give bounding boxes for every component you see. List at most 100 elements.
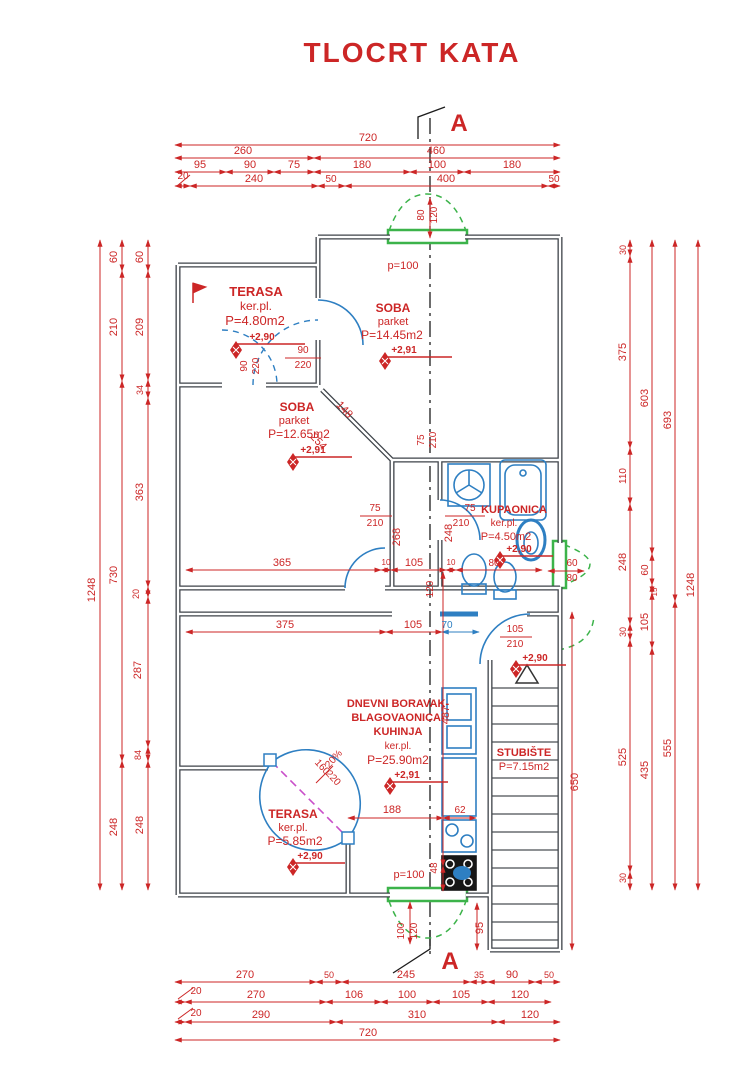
dim-label: 48 [429, 862, 440, 874]
door-swing-terasa-right [252, 319, 319, 386]
dim-label: 84 [133, 750, 143, 760]
dim-label: 245 [397, 969, 415, 981]
dim-label: 188 [383, 804, 401, 816]
dim-label: 62 [454, 805, 466, 816]
dim-label: 287 [132, 661, 144, 679]
dim-label: 100 [428, 159, 446, 171]
room-area: P=25.90m2 [367, 753, 429, 767]
dim-label: 50 [324, 970, 334, 980]
room-name: KUPAONICA [481, 504, 547, 516]
room-area: P=12.65m2 [268, 427, 330, 441]
dim-label: 210 [108, 318, 120, 336]
dim-label: 1248 [685, 573, 697, 597]
walls [175, 234, 563, 953]
dim-label: 240 [245, 173, 263, 185]
dim-label: 365 [273, 557, 291, 569]
dim-label: 110 [618, 468, 629, 484]
dim-label: 75 [464, 503, 476, 514]
room-name: STUBIŠTE [497, 746, 551, 759]
dim-label: 20 [190, 1008, 202, 1019]
window-swing-bottom [388, 900, 467, 939]
dim-label: 180 [503, 159, 521, 171]
stairs-direction-arrow-icon [514, 663, 540, 684]
dim-label: 100 [398, 989, 416, 1001]
room-area: P=4.50m2 [481, 531, 531, 543]
dim-label: 75 [416, 434, 427, 446]
level-marker-icon [286, 452, 300, 472]
room-area: P=14.45m2 [361, 328, 423, 342]
dim-label: 310 [408, 1009, 426, 1021]
room-level: +2,90 [506, 544, 532, 555]
dim-label: 210 [367, 518, 384, 529]
dim-label: 34 [135, 385, 145, 395]
dim-label: 105 [507, 624, 524, 635]
dim-label: 95 [474, 922, 486, 934]
dim-label: 120 [511, 989, 529, 1001]
room-level: +2,90 [297, 851, 323, 862]
room-name: DNEVNI BORAVAK- [347, 698, 450, 710]
dim-label: 105 [405, 557, 423, 569]
dim-label: 105 [404, 619, 422, 631]
dim-label: 375 [617, 343, 629, 361]
dim-label: 90 [506, 969, 518, 981]
dim-label: 248 [443, 524, 455, 542]
room-floor: ker.pl. [491, 518, 518, 529]
section-marker-bottom: A [441, 948, 458, 975]
room-name: TERASA [229, 284, 283, 299]
room-name: BLAGOVAONICA- [351, 712, 445, 724]
door-swing-soba1 [317, 299, 364, 346]
room-name: TERASA [268, 807, 318, 821]
dim-label: 30 [618, 245, 628, 255]
page-title: TLOCRT KATA [304, 37, 521, 68]
dim-label: 50 [544, 970, 554, 980]
dim-label: 209 [134, 318, 146, 336]
room-area: P=4.80m2 [225, 313, 285, 328]
dim-label: 120 [521, 1009, 539, 1021]
dim-label: 60 [640, 564, 651, 576]
dim-label: 693 [662, 411, 674, 429]
dim-label: 60 [566, 558, 578, 569]
dim-label: 260 [234, 145, 252, 157]
bathroom-fixtures [447, 459, 547, 600]
dim-label: 10 [382, 558, 391, 567]
dim-label: 35 [474, 970, 484, 980]
dim-label: 75 [288, 159, 300, 171]
dim-label: 363 [134, 483, 146, 501]
dim-label: 650 [569, 773, 581, 791]
dim-label: 90 [297, 345, 309, 356]
room-floor: ker.pl. [240, 299, 272, 313]
room-name: SOBA [376, 301, 411, 315]
room-area: P=7.15m2 [499, 761, 549, 773]
dim-label: 95 [194, 159, 206, 171]
dim-label: 460 [427, 145, 445, 157]
dim-label: p=100 [394, 869, 425, 881]
shower-icon [447, 463, 491, 507]
dim-label: 50 [325, 174, 337, 185]
dim-label: 120 [425, 580, 436, 597]
dim-label: 270 [236, 969, 254, 981]
dim-label: 220 [295, 360, 312, 371]
door-swing-soba2 [344, 547, 386, 589]
dim-label: 220 [251, 357, 262, 374]
dim-label: 15 [650, 587, 659, 596]
door-frame [263, 753, 277, 767]
level-marker-icon [378, 351, 392, 371]
dim-label: 375 [276, 619, 294, 631]
window-swing-right [553, 540, 591, 589]
dim-label: 180 [353, 159, 371, 171]
dim-label: 60 [134, 251, 146, 263]
dim-label: 90 [244, 159, 256, 171]
door-swing-kupaonica [439, 499, 481, 541]
dim-label: 210 [428, 431, 439, 448]
dim-label: 435 [639, 761, 651, 779]
dim-label: 70 [441, 620, 453, 631]
room-level: +2,90 [249, 332, 275, 343]
dim-label: 487 [440, 706, 452, 724]
dim-label: 290 [252, 1009, 270, 1021]
fraction-lines [237, 343, 583, 864]
dim-label: 555 [662, 739, 674, 757]
room-floor: ker.pl. [278, 822, 307, 834]
